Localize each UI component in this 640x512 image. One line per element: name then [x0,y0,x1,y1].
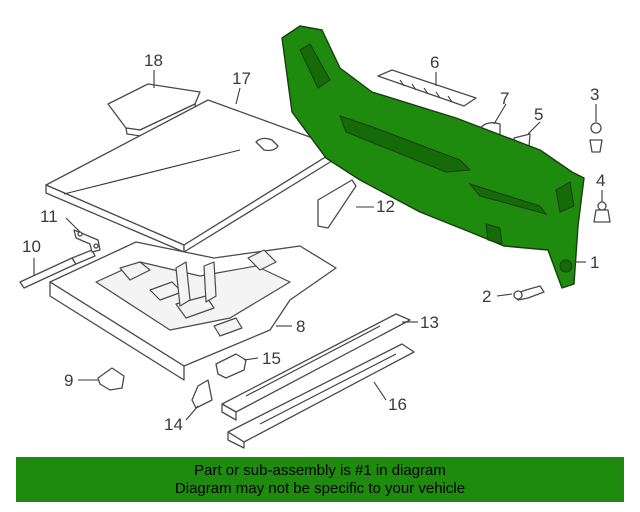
part-2-bolt[interactable] [513,285,545,301]
part-15-clip[interactable] [215,353,247,379]
callout-15: 15 [262,349,281,368]
callout-17: 17 [232,69,251,88]
callout-13: 13 [420,313,439,332]
callout-2: 2 [482,287,491,306]
part-14-hook[interactable] [191,379,213,409]
callout-11: 11 [40,207,58,226]
callout-12: 12 [376,197,395,216]
banner-line-2: Diagram may not be specific to your vehi… [174,480,466,497]
part-9-clip[interactable] [97,367,125,391]
callout-16: 16 [388,395,407,414]
callout-14: 14 [164,415,183,434]
part-10-strut[interactable] [19,249,96,289]
part-13-sill-strip[interactable] [221,313,411,421]
info-banner: Part or sub-assembly is #1 in diagram Di… [16,457,624,502]
callout-18: 18 [144,51,163,70]
part-1-rear-trim-panel[interactable] [281,25,585,289]
callout-7: 7 [500,89,509,108]
callout-3: 3 [590,85,599,104]
callout-4: 4 [596,171,605,190]
banner-line-1: Part or sub-assembly is #1 in diagram [194,462,446,479]
part-3-screw[interactable] [589,122,603,153]
leader-lines [33,70,603,421]
callout-6: 6 [430,53,439,72]
callout-8: 8 [296,317,305,336]
callout-labels: 1 2 3 4 5 6 7 8 9 10 11 12 13 14 15 16 1… [22,51,605,434]
part-17-load-floor[interactable] [45,99,341,253]
callout-9: 9 [64,371,73,390]
part-11-bracket[interactable] [73,229,101,253]
callout-1: 1 [590,253,599,272]
part-8-trunk-tray[interactable] [49,241,337,381]
part-12-pad[interactable] [317,179,357,229]
part-16-sill-trim[interactable] [227,343,415,449]
callout-5: 5 [534,105,543,124]
parts-diagram: 1 2 3 4 5 6 7 8 9 10 11 12 13 14 15 16 1… [19,25,611,449]
part-6-scuff-plate[interactable] [377,69,477,107]
callout-10: 10 [22,237,41,256]
part-4-pushpin[interactable] [593,201,611,223]
